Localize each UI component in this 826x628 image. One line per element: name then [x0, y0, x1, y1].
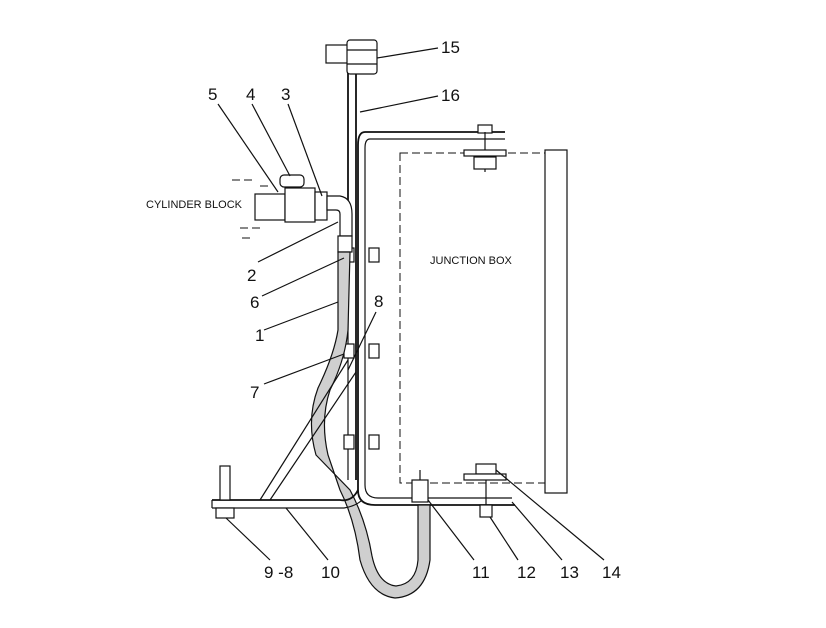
callout-14: 14 — [602, 563, 621, 582]
callout-3: 3 — [281, 85, 290, 104]
callout-8: 8 — [374, 292, 383, 311]
callout-13: 13 — [560, 563, 579, 582]
callout-10: 10 — [321, 563, 340, 582]
callout-9-8: 9 -8 — [264, 563, 293, 582]
callout-15: 15 — [441, 38, 460, 57]
mounting-plate — [325, 39, 380, 480]
callout-5: 5 — [208, 85, 217, 104]
callout-6: 6 — [250, 293, 259, 312]
callout-2: 2 — [247, 266, 256, 285]
bottom-brace — [211, 359, 363, 519]
callout-12: 12 — [517, 563, 536, 582]
callout-16: 16 — [441, 86, 460, 105]
callout-4: 4 — [246, 85, 255, 104]
callout-11: 11 — [472, 563, 490, 582]
junction-box — [357, 124, 568, 518]
hose — [310, 251, 431, 599]
callout-7: 7 — [250, 383, 259, 402]
leader-lines — [217, 47, 605, 561]
callout-1: 1 — [255, 326, 264, 345]
cylinder-block-fitting — [232, 174, 353, 253]
junction-box-label: JUNCTION BOX — [430, 255, 513, 267]
cylinder-block-label: CYLINDER BLOCK — [146, 199, 243, 211]
